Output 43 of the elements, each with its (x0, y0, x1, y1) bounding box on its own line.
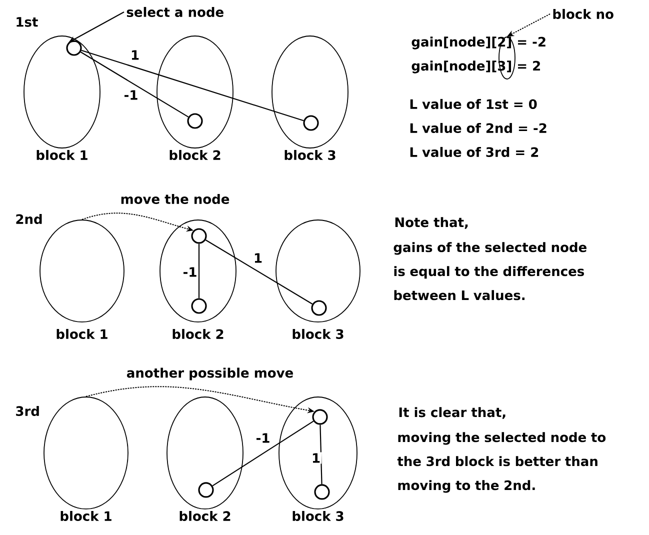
connector-line (205, 240, 313, 304)
connector-line (320, 424, 322, 484)
node-circle (312, 409, 328, 425)
note-text: gains of the selected node is equal to the differences between L values. (394, 242, 586, 300)
block-label: block 3 (284, 150, 336, 160)
block-label: block 1 (36, 150, 88, 160)
block-label: block 2 (172, 328, 224, 340)
block-label: block 3 (292, 510, 344, 522)
connector-line (212, 420, 314, 486)
block-label: block 3 (292, 328, 344, 340)
note-text: moving the selected node to the 3rd block is better than moving to the 2nd. (397, 432, 606, 493)
connector-line (198, 244, 200, 298)
node-circle (311, 300, 327, 316)
edge-label: 1 (310, 452, 322, 464)
block-label: block 1 (56, 328, 108, 340)
block-label: block 1 (60, 510, 112, 522)
text-label: It is clear that, (399, 407, 506, 419)
text-label: L value of 3rd = 2 (410, 146, 538, 158)
edge-label: move the node (119, 192, 231, 206)
text-label: 1st (16, 17, 38, 27)
edge-label: another possible move (125, 366, 295, 382)
text-label: L value of 2nd = -2 (410, 122, 546, 134)
text-label: L value of 1st = 0 (410, 98, 537, 110)
block-label: block 2 (180, 510, 230, 522)
node-circle (66, 40, 82, 56)
node-circle (191, 228, 207, 244)
annotation-text: select a node (126, 6, 224, 18)
text-label: Note that, (395, 217, 468, 229)
connector-line (80, 52, 189, 118)
edge-label: -1 (254, 432, 272, 444)
node-circle (187, 113, 203, 129)
text-label: 2nd (16, 214, 42, 224)
block-label: block 2 (170, 150, 220, 160)
node-circle (191, 298, 207, 314)
connector-line (81, 50, 304, 122)
edge-label: -1 (182, 266, 198, 278)
node-circle (303, 115, 319, 131)
node-circle (198, 482, 214, 498)
edge-label: 1 (252, 252, 264, 264)
edge-label: -1 (122, 89, 140, 101)
edge-label: 1 (129, 49, 141, 61)
annotation-text: block no (553, 8, 614, 20)
node-circle (314, 484, 330, 500)
